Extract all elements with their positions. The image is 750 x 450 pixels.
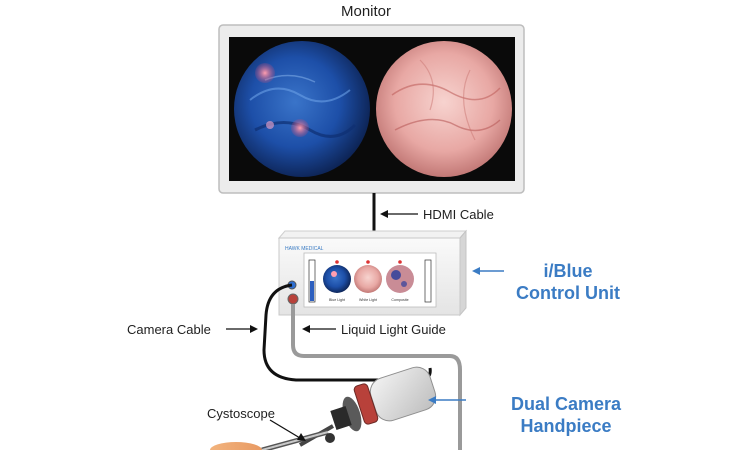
control-unit-arrow: [472, 267, 504, 275]
screen-label-white: White Light: [359, 298, 377, 302]
camera-handpiece-callout-line1: Dual Camera: [510, 394, 622, 414]
control-unit-brand: HAWK MEDICAL: [285, 246, 324, 252]
handpiece-arrow: [428, 396, 466, 404]
screen-view-blue: [323, 265, 351, 293]
monitor-label: Monitor: [341, 3, 392, 20]
camera-handpiece-callout-line2: Handpiece: [520, 416, 612, 436]
white-light-view: [376, 41, 512, 177]
liquid-light-guide: [291, 304, 462, 450]
monitor: [218, 24, 525, 194]
screen-view-composite: [386, 265, 414, 293]
control-unit-callout-line2: Control Unit: [516, 283, 620, 303]
control-unit-callout: i/Blue Control Unit: [508, 260, 628, 304]
camera-cable-label: Camera Cable: [127, 322, 211, 337]
hdmi-arrow: [380, 210, 418, 218]
camera-handpiece: [299, 366, 437, 447]
cystoscope-arrow: [269, 419, 306, 441]
light-guide-arrow: [302, 325, 336, 333]
camera-cable-arrow: [226, 325, 258, 333]
screen-label-composite: Composite: [391, 298, 408, 302]
liquid-light-guide-label: Liquid Light Guide: [341, 322, 446, 337]
light-port: [287, 293, 299, 305]
hdmi-cable-label: HDMI Cable: [423, 207, 494, 222]
camera-handpiece-callout: Dual Camera Handpiece: [500, 393, 632, 437]
cystoscope-label: Cystoscope: [207, 406, 275, 421]
blue-light-view: [234, 41, 370, 177]
control-unit: HAWK MEDICAL Blue Light White Light Comp…: [277, 229, 468, 317]
level-bar-right: [424, 259, 432, 303]
screen-view-white: [354, 265, 382, 293]
screen-label-blue: Blue Light: [329, 298, 345, 302]
control-unit-callout-line1: i/Blue: [543, 261, 593, 281]
cystoscope: [210, 429, 335, 450]
